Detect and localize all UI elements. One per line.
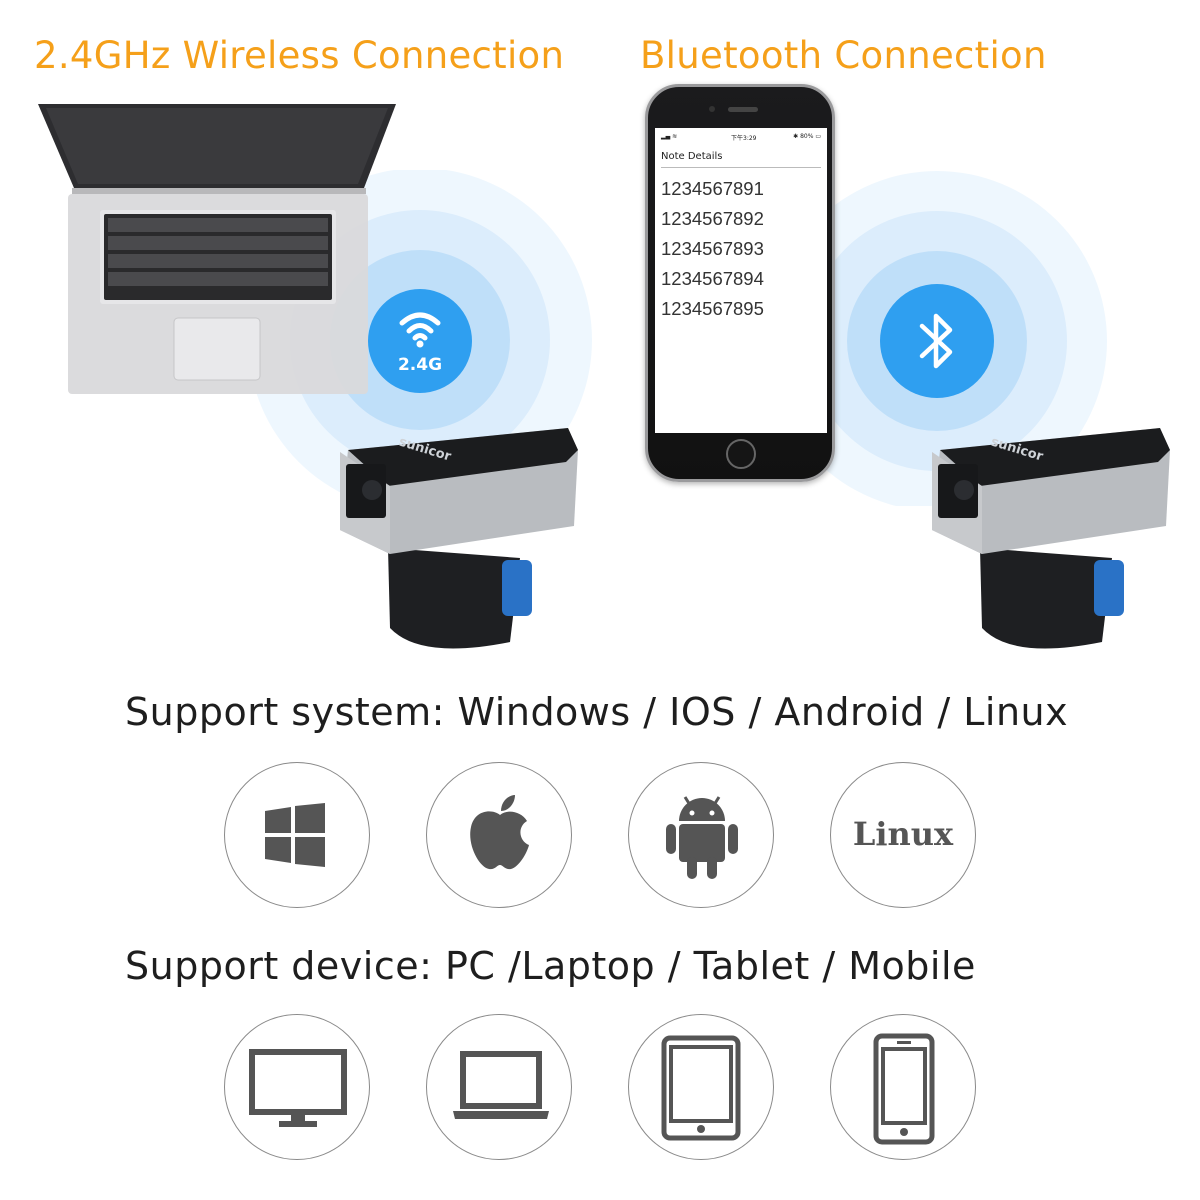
apple-circle	[426, 762, 572, 908]
note-details-title: Note Details	[661, 151, 723, 162]
ring-scanner-right	[932, 428, 1170, 649]
pc-circle	[224, 1014, 370, 1160]
wireless-badge-label: 2.4G	[397, 355, 443, 375]
mobile-circle	[830, 1014, 976, 1160]
smartphone: ▂▄ ≋ 下午3:29 ✱ 80% ▭ Note Details 1234567…	[645, 84, 835, 482]
phone-screen: ▂▄ ≋ 下午3:29 ✱ 80% ▭ Note Details 1234567…	[655, 128, 827, 433]
laptop-icon	[453, 1051, 549, 1119]
phone-status-bar: ▂▄ ≋ 下午3:29 ✱ 80% ▭	[659, 132, 823, 142]
battery-indicator: ✱ 80% ▭	[793, 133, 821, 140]
mobile-icon	[873, 1033, 935, 1145]
android-icon	[666, 796, 738, 879]
scanned-code: 1234567893	[661, 238, 764, 259]
laptop-circle	[426, 1014, 572, 1160]
support-device-text: Support device: PC /Laptop / Tablet / Mo…	[125, 944, 976, 988]
windows-icon	[265, 803, 325, 867]
ring-scanner-left	[340, 428, 578, 649]
bluetooth-icon	[919, 313, 953, 369]
linux-circle: Linux	[830, 762, 976, 908]
phone-home-button	[726, 439, 756, 469]
scanned-code: 1234567892	[661, 208, 764, 229]
note-divider	[661, 167, 821, 168]
apple-icon	[470, 795, 529, 870]
bluetooth-heading: Bluetooth Connection	[640, 34, 1047, 77]
phone-speaker	[728, 107, 758, 112]
bluetooth-badge	[880, 284, 994, 398]
signal-indicator: ▂▄ ≋	[661, 133, 678, 140]
monitor-icon	[249, 1049, 347, 1127]
scanned-code: 1234567894	[661, 268, 764, 289]
linux-icon: Linux	[852, 815, 954, 853]
status-time: 下午3:29	[731, 135, 757, 142]
laptop-illustration	[38, 104, 396, 394]
android-circle	[628, 762, 774, 908]
windows-circle	[224, 762, 370, 908]
scanned-codes-list: 1234567891 1234567892 1234567893 1234567…	[661, 174, 764, 324]
wifi-icon	[399, 312, 441, 348]
tablet-circle	[628, 1014, 774, 1160]
phone-camera	[709, 106, 715, 112]
wireless-badge: 2.4G	[368, 289, 472, 393]
scanned-code: 1234567891	[661, 178, 764, 199]
scanned-code: 1234567895	[661, 298, 764, 319]
tablet-icon	[661, 1035, 741, 1141]
support-system-text: Support system: Windows / IOS / Android …	[125, 690, 1069, 734]
wireless-heading: 2.4GHz Wireless Connection	[34, 34, 565, 77]
